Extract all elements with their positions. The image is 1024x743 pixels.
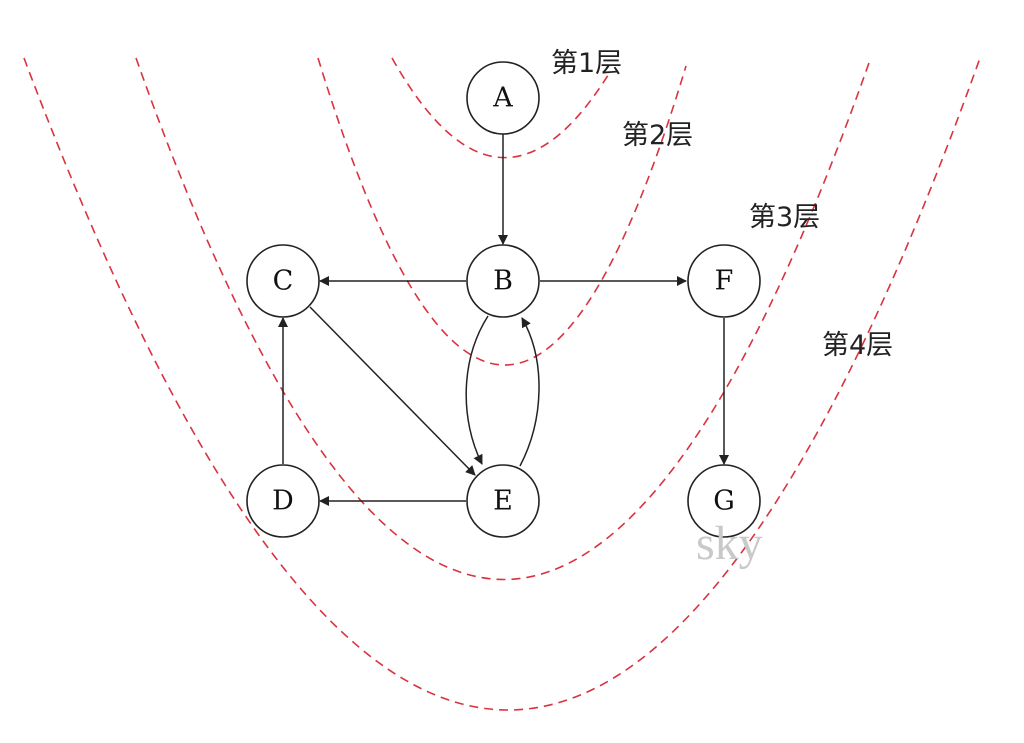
edge-b-e (465, 315, 489, 465)
node-a-label: A (492, 83, 513, 114)
node-d-label: D (272, 486, 294, 517)
layer-curves (23, 57, 981, 711)
node-f-label: F (715, 266, 734, 297)
node-e-label: E (493, 486, 513, 517)
node-c-circle (246, 244, 320, 318)
node-g-circle (687, 464, 761, 538)
node-d: D (246, 464, 320, 538)
layer-label-3: 第3层 (749, 202, 820, 233)
node-b-label: B (493, 266, 513, 297)
node-b-circle (466, 244, 540, 318)
node-c-label: C (273, 266, 294, 297)
node-f: F (687, 244, 761, 318)
node-b: B (466, 244, 540, 318)
edge-c-e (309, 306, 476, 476)
layer-curve-4 (23, 57, 981, 711)
watermark: sky (696, 517, 763, 570)
node-e: E (466, 464, 540, 538)
node-c: C (246, 244, 320, 318)
node-g-label: G (713, 486, 735, 517)
edge-e-b (519, 317, 540, 467)
layer-labels: 第1层 第2层 第3层 第4层 (551, 48, 893, 361)
layer-curve-1 (391, 57, 611, 159)
nodes: A B C D E F G (246, 61, 761, 538)
layer-label-2: 第2层 (622, 120, 693, 151)
layer-label-1: 第1层 (551, 48, 622, 79)
node-a: A (466, 61, 540, 135)
node-a-circle (466, 61, 540, 135)
node-g: G (687, 464, 761, 538)
node-d-circle (246, 464, 320, 538)
node-e-circle (466, 464, 540, 538)
layer-label-4: 第4层 (822, 330, 893, 361)
layer-curve-3 (135, 57, 871, 581)
node-f-circle (687, 244, 761, 318)
edges (278, 134, 729, 506)
